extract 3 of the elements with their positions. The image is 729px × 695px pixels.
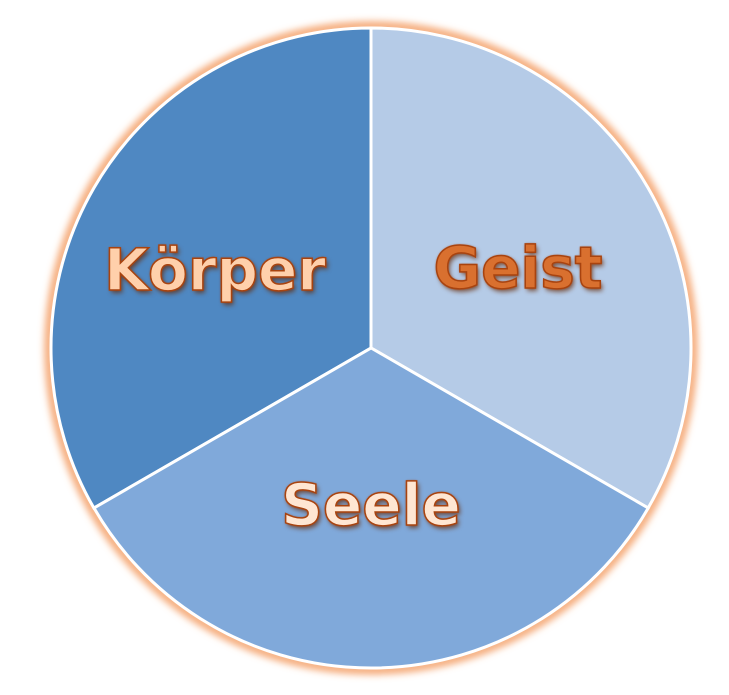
segment-label: Geist — [433, 234, 603, 302]
segment-label: Körper — [104, 236, 326, 304]
segment-label: Seele — [281, 471, 461, 539]
